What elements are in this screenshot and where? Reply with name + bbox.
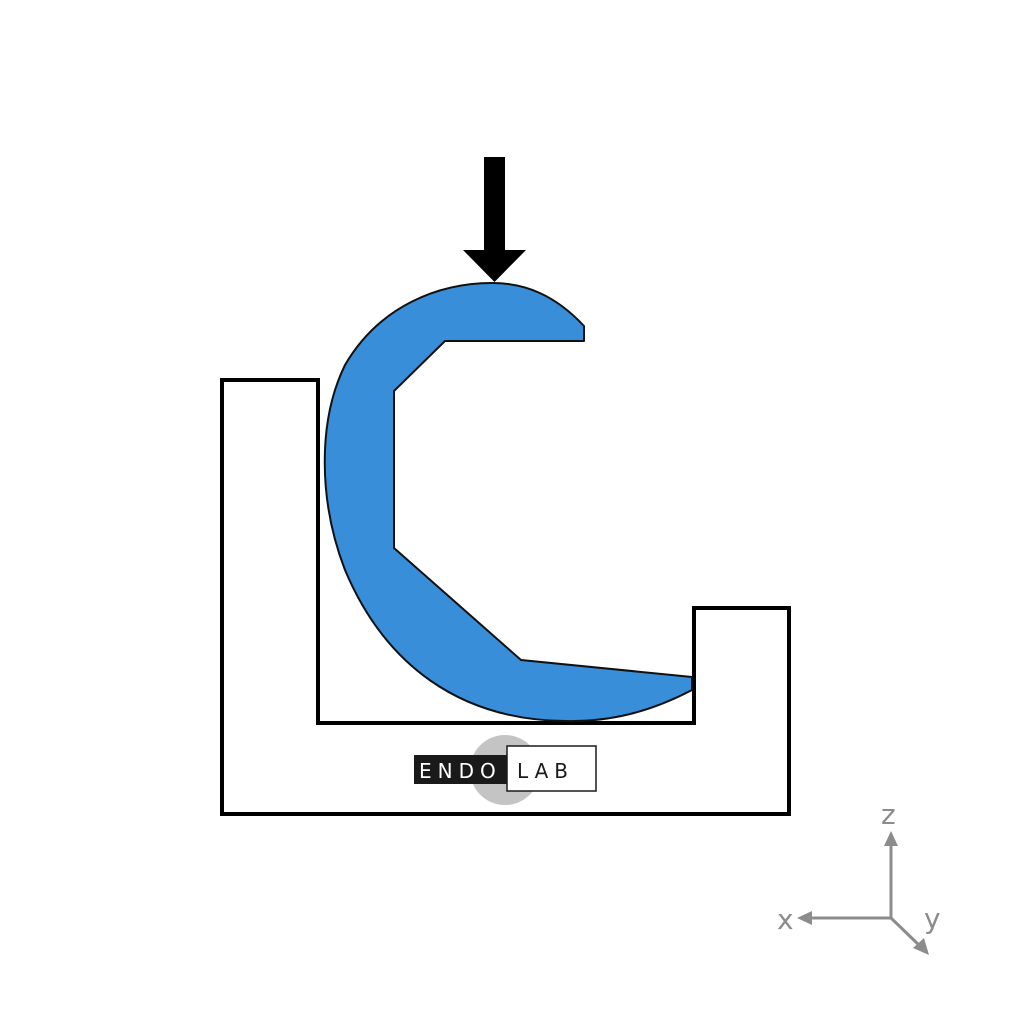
endolab-logo: ENDO LAB — [414, 735, 597, 805]
fixture-holder — [220, 378, 791, 816]
logo-left-box — [414, 755, 510, 784]
x-axis-label: x — [777, 903, 794, 936]
logo-right-text: LAB — [517, 759, 574, 783]
coordinate-axes — [797, 831, 929, 955]
specimen-c-shape — [323, 282, 693, 723]
logo-left-text: ENDO — [419, 759, 502, 783]
x-axis-arrowhead — [797, 911, 812, 925]
load-arrow-icon — [463, 157, 526, 282]
y-axis-arrowhead — [913, 938, 929, 955]
z-axis-arrowhead — [884, 831, 898, 846]
y-axis-line — [889, 916, 923, 949]
z-axis-label: z — [881, 798, 896, 831]
logo-right-box — [506, 745, 597, 792]
y-axis-label: y — [924, 902, 941, 935]
